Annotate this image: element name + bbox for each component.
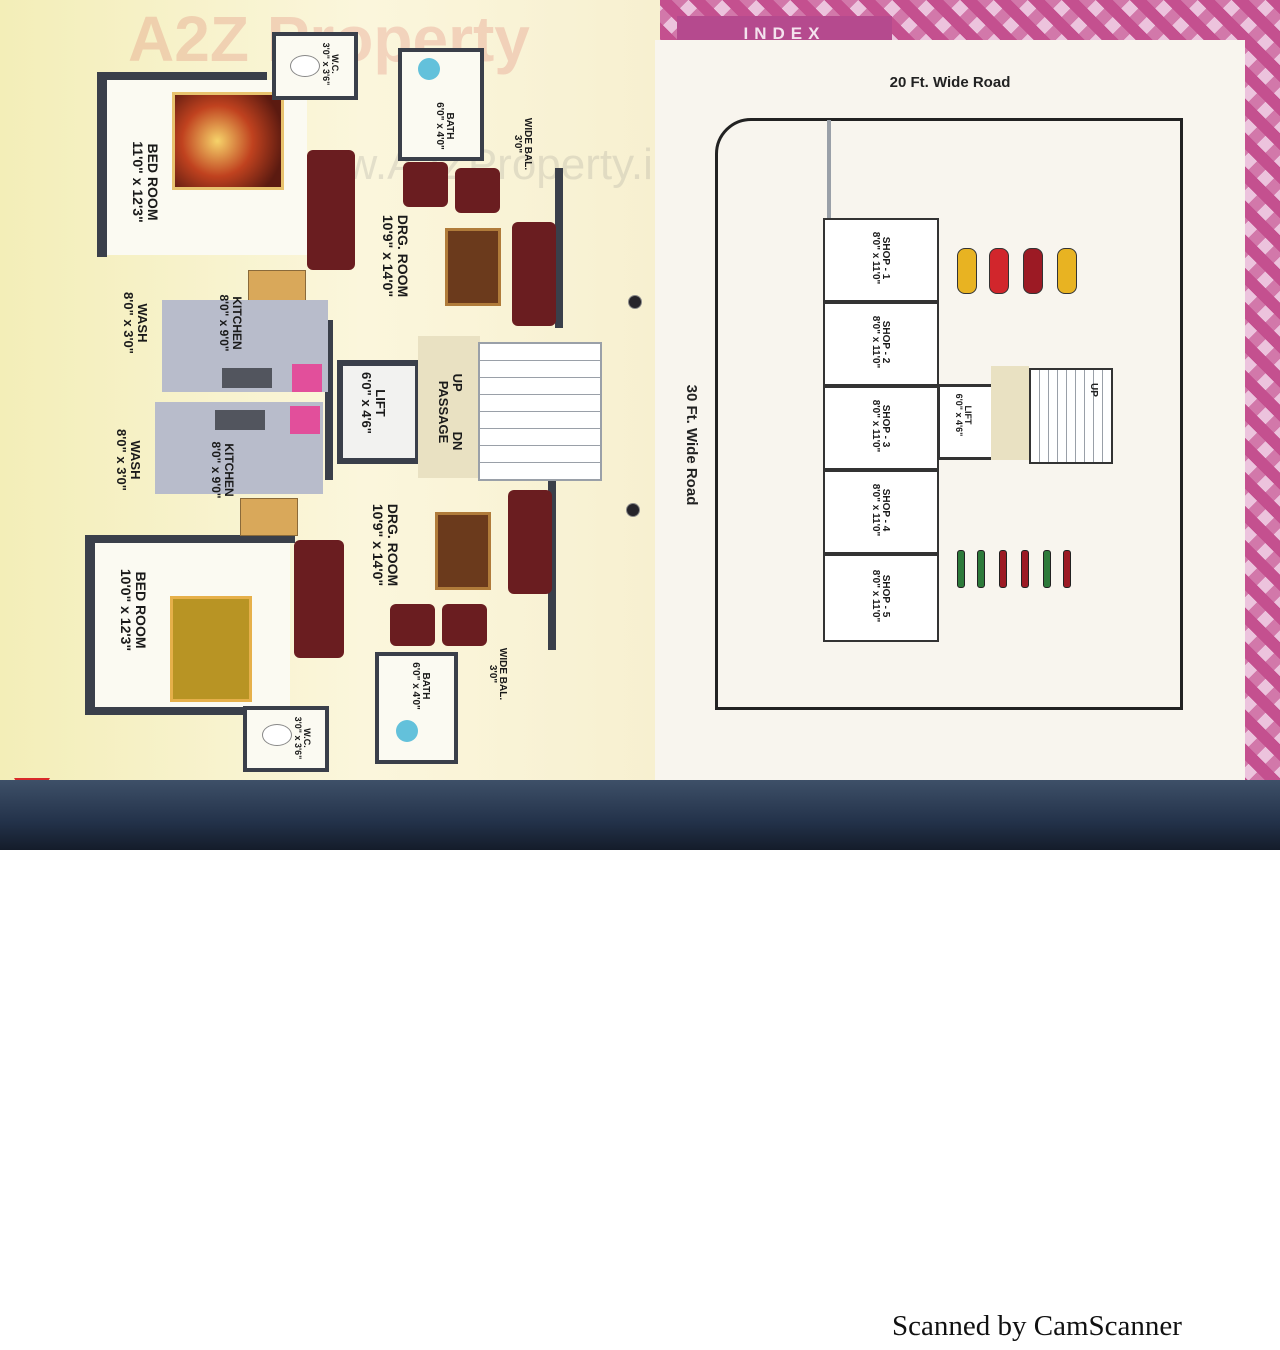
site-passage (991, 366, 1029, 460)
car-icon (1057, 248, 1077, 294)
sofa-graphic (307, 150, 355, 270)
floor-plan-page: A2Z Property www.A2ZProperty.in BED ROOM… (0, 0, 677, 825)
bike-icon (1043, 550, 1051, 588)
wc-2-label: W.C.3'0" x 3'6" (293, 716, 313, 760)
bath-1 (398, 48, 484, 161)
staircase (478, 342, 602, 481)
plan-wall (85, 707, 245, 715)
plan-wall (85, 535, 95, 715)
armchair-graphic (455, 168, 500, 213)
armchair-graphic (442, 604, 487, 646)
stove-icon (215, 410, 265, 430)
bath-2 (375, 652, 458, 764)
sofa-graphic (512, 222, 556, 326)
fabric-background (0, 780, 1280, 850)
site-plan-page: 20 Ft. Wide Road 30 Ft. Wide Road SHOP -… (655, 40, 1245, 785)
rug-graphic (445, 228, 501, 306)
shower-icon (396, 720, 418, 742)
sink-icon (292, 364, 322, 392)
car-icon (1023, 248, 1043, 294)
plan-wall (85, 535, 295, 543)
car-icon (957, 248, 977, 294)
plan-wall (555, 168, 563, 328)
plan-wall (97, 72, 267, 80)
car-icon (989, 248, 1009, 294)
armchair-graphic (403, 162, 448, 207)
plan-wall (97, 72, 107, 257)
shop-3 (823, 386, 939, 470)
entry-gate (827, 120, 831, 220)
binder-hole (626, 503, 640, 517)
armchair-graphic (390, 604, 435, 646)
bike-icon (1021, 550, 1029, 588)
bike-icon (957, 550, 965, 588)
sofa-graphic (294, 540, 344, 658)
site-stair-up-label: UP (1088, 383, 1100, 397)
bike-icon (1063, 550, 1071, 588)
wide-bal-2-label: WIDE BAL.3'0" (487, 647, 509, 701)
shop-4 (823, 470, 939, 554)
scanned-brochure: INDEX A2Z Property www.A2ZProperty.in BE… (0, 0, 1280, 850)
bike-icon (977, 550, 985, 588)
toilet-icon (262, 724, 292, 746)
stove-icon (222, 368, 272, 388)
scanner-footer: Scanned by CamScanner (892, 1310, 1182, 1342)
site-staircase (1029, 368, 1113, 464)
wide-bal-1-label: WIDE BAL.3'0" (512, 117, 534, 171)
bed-1-graphic (172, 92, 284, 190)
plan-wall (548, 480, 556, 650)
plot-boundary (715, 118, 1183, 710)
top-road-label: 20 Ft. Wide Road (889, 74, 1011, 91)
sofa-graphic (508, 490, 552, 594)
bed-2-graphic (170, 596, 252, 702)
passage-area (418, 336, 480, 478)
side-road-label: 30 Ft. Wide Road (683, 384, 701, 506)
sink-icon (290, 406, 320, 434)
wc-1-label: W.C.3'0" x 3'6" (321, 42, 341, 86)
shop-1 (823, 218, 939, 302)
toilet-icon (290, 55, 320, 77)
dining-table-graphic (240, 498, 298, 536)
binder-hole (628, 295, 642, 309)
plan-wall (325, 320, 333, 480)
rug-graphic (435, 512, 491, 590)
shower-icon (418, 58, 440, 80)
shop-5 (823, 554, 939, 642)
bike-icon (999, 550, 1007, 588)
shop-2 (823, 302, 939, 386)
